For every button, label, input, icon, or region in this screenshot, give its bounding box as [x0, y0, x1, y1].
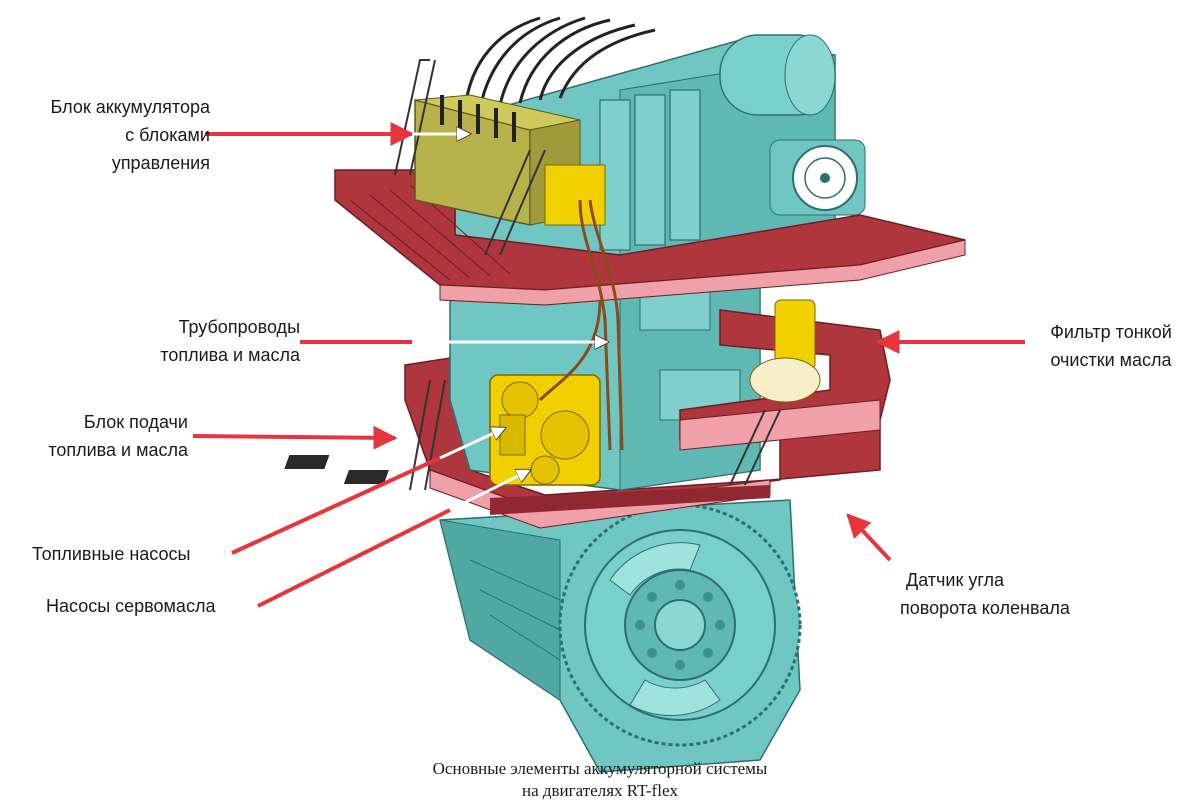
top-pipes — [463, 16, 656, 111]
arrow-fuel-pumps — [231, 456, 441, 555]
arrow-supply — [192, 425, 398, 450]
label-fuel-pumps: Топливные насосы — [32, 544, 191, 564]
label-sensor: Датчик угла поворота коленвала — [900, 570, 1070, 618]
arrow-sensor — [846, 513, 892, 562]
flywheel — [558, 503, 802, 747]
ladders — [394, 59, 781, 491]
label-accumulator: Блок аккумулятора с блоками управления — [50, 97, 210, 173]
upper-deck — [334, 169, 966, 306]
oil-filter — [749, 299, 821, 403]
arrow-fuel-pumps-inner — [439, 428, 505, 460]
callout-arrows — [192, 122, 1025, 608]
arrow-servo-pumps — [257, 508, 451, 608]
arrow-servo-pumps-inner — [449, 468, 530, 512]
fuel-oil-pipes — [538, 199, 624, 451]
label-pipes: Трубопроводы топлива и масла — [160, 317, 300, 365]
label-filter: Фильтр тонкой очистки масла — [1050, 322, 1172, 370]
figure-caption: Основные элементы аккумуляторной системы… — [432, 759, 768, 800]
supply-unit — [489, 374, 601, 486]
label-supply: Блок подачи топлива и масла — [48, 412, 188, 460]
label-servo-pumps: Насосы сервомасла — [46, 596, 216, 616]
